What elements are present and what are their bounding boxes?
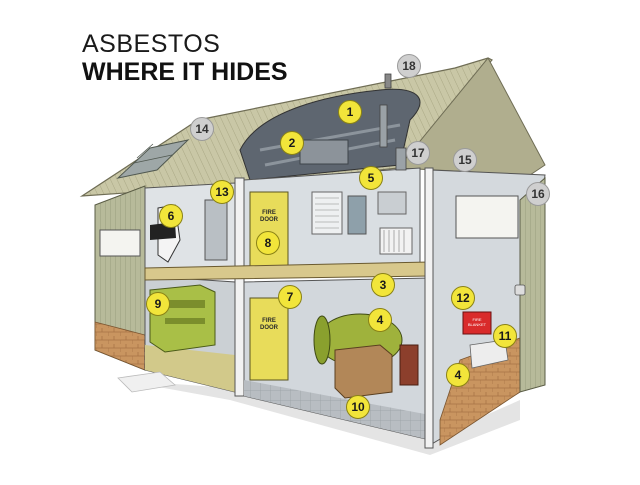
lower-floor [244, 380, 430, 440]
marker-7: 7 [278, 285, 302, 309]
title-line-2: WHERE IT HIDES [82, 58, 288, 86]
marker-12: 12 [451, 286, 475, 310]
marker-4-right: 4 [446, 363, 470, 387]
central-wall [234, 177, 245, 397]
marker-11: 11 [493, 324, 517, 348]
radiator [379, 227, 413, 255]
fire-blanket-sign-label: FIRE BLANKET [467, 317, 487, 327]
ground-shadow [120, 380, 520, 455]
flue-pipe [384, 73, 392, 89]
marker-3: 3 [371, 273, 395, 297]
marker-9: 9 [146, 292, 170, 316]
marker-16: 16 [526, 182, 550, 206]
fire-blanket-sign [462, 311, 492, 335]
marker-5: 5 [359, 166, 383, 190]
marker-4-tank: 4 [368, 308, 392, 332]
marker-15: 15 [453, 148, 477, 172]
marker-18: 18 [397, 54, 421, 78]
marker-17: 17 [406, 141, 430, 165]
armchair [334, 344, 393, 399]
marker-14: 14 [190, 117, 214, 141]
water-tank [299, 139, 349, 165]
right-window [455, 195, 519, 239]
marker-10: 10 [346, 395, 370, 419]
marker-2: 2 [280, 131, 304, 155]
title-line-1: ASBESTOS [82, 30, 221, 58]
fire-door-lower [249, 297, 289, 381]
left-window [99, 229, 141, 257]
marker-1: 1 [338, 100, 362, 124]
marker-8: 8 [256, 231, 280, 255]
fire-door-lower-label: FIRE DOOR [260, 318, 278, 331]
marker-6: 6 [159, 204, 183, 228]
marker-13: 13 [210, 180, 234, 204]
loft-cutaway [239, 88, 421, 181]
garage-floor [145, 345, 235, 392]
fire-door-upper-label: FIRE DOOR [260, 210, 278, 223]
